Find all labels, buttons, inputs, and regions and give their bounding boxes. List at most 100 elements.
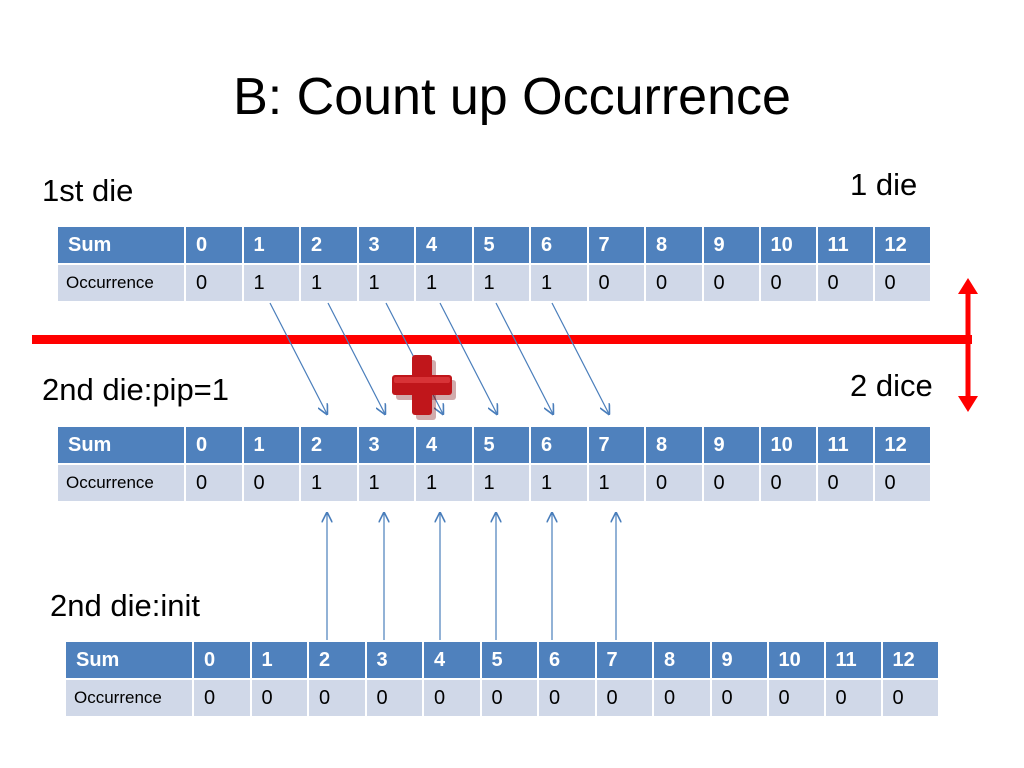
- occurrence-cell: 0: [823, 678, 883, 718]
- occurrence-cell: 1: [529, 463, 589, 503]
- occurrence-cell: 1: [414, 263, 474, 303]
- occurrence-cell: 1: [471, 263, 531, 303]
- occurrence-cell: 1: [586, 463, 646, 503]
- sum-cell: 11: [815, 425, 875, 465]
- sum-cell: 10: [758, 225, 818, 265]
- occurrence-cell: 1: [356, 263, 416, 303]
- occurrence-cell: 0: [701, 463, 761, 503]
- sum-header: Sum: [64, 640, 194, 680]
- second-die-pip-label: 2nd die:pip=1: [42, 372, 230, 407]
- sum-cell: 6: [537, 640, 597, 680]
- second-die-init-label: 2nd die:init: [50, 588, 200, 623]
- sum-cell: 11: [823, 640, 883, 680]
- sum-cell: 11: [815, 225, 875, 265]
- sum-header: Sum: [56, 425, 186, 465]
- sum-cell: 3: [364, 640, 424, 680]
- plus-icon: [392, 355, 456, 420]
- shift-arrow: [269, 302, 327, 414]
- occurrence-cell: 0: [184, 463, 244, 503]
- two-dice-label: 2 dice: [850, 368, 933, 403]
- sum-cell: 3: [356, 225, 416, 265]
- divider-bar: [32, 335, 972, 344]
- sum-cell: 4: [414, 225, 474, 265]
- sum-cell: 0: [184, 425, 244, 465]
- sum-cell: 9: [701, 225, 761, 265]
- occurrence-cell: 1: [299, 263, 359, 303]
- sum-cell: 5: [471, 425, 531, 465]
- shift-arrow: [551, 302, 609, 414]
- occurrence-cell: 0: [479, 678, 539, 718]
- occurrence-header: Occurrence: [64, 678, 194, 718]
- sum-cell: 6: [529, 225, 589, 265]
- sum-cell: 0: [192, 640, 252, 680]
- occurrence-cell: 0: [537, 678, 597, 718]
- sum-cell: 9: [709, 640, 769, 680]
- occurrence-cell: 1: [299, 463, 359, 503]
- sum-cell: 7: [586, 225, 646, 265]
- one-die-label: 1 die: [850, 167, 918, 202]
- sum-cell: 0: [184, 225, 244, 265]
- shift-arrow: [327, 302, 385, 414]
- sum-cell: 7: [586, 425, 646, 465]
- occurrence-cell: 0: [184, 263, 244, 303]
- shift-arrow: [495, 302, 553, 414]
- sum-cell: 12: [872, 225, 932, 265]
- page-title: B: Count up Occurrence: [233, 68, 791, 126]
- occurrence-cell: 0: [872, 463, 932, 503]
- occurrence-cell: 0: [586, 263, 646, 303]
- double-arrow-icon: [958, 278, 978, 412]
- sum-cell: 8: [644, 425, 704, 465]
- shift-arrow: [439, 302, 497, 414]
- occurrence-cell: 0: [307, 678, 367, 718]
- sum-cell: 4: [422, 640, 482, 680]
- occurrence-cell: 1: [529, 263, 589, 303]
- sum-cell: 12: [880, 640, 940, 680]
- sum-cell: 6: [529, 425, 589, 465]
- occurrence-cell: 0: [644, 463, 704, 503]
- occurrence-cell: 1: [356, 463, 416, 503]
- occurrence-cell: 0: [815, 263, 875, 303]
- occurrence-cell: 0: [766, 678, 826, 718]
- occurrence-cell: 0: [758, 263, 818, 303]
- sum-cell: 8: [644, 225, 704, 265]
- occurrence-cell: 0: [249, 678, 309, 718]
- sum-cell: 4: [414, 425, 474, 465]
- sum-cell: 3: [356, 425, 416, 465]
- sum-cell: 1: [241, 225, 301, 265]
- up-arrows: [327, 513, 616, 640]
- sum-cell: 10: [758, 425, 818, 465]
- sum-header: Sum: [56, 225, 186, 265]
- sum-cell: 7: [594, 640, 654, 680]
- occurrence-cell: 0: [364, 678, 424, 718]
- sum-cell: 2: [299, 225, 359, 265]
- occurrence-cell: 0: [872, 263, 932, 303]
- occurrence-header: Occurrence: [56, 263, 186, 303]
- occurrence-cell: 0: [701, 263, 761, 303]
- occurrence-cell: 0: [880, 678, 940, 718]
- occurrence-cell: 0: [422, 678, 482, 718]
- occurrence-header: Occurrence: [56, 463, 186, 503]
- occurrence-cell: 0: [652, 678, 712, 718]
- occurrence-cell: 0: [758, 463, 818, 503]
- sum-cell: 5: [479, 640, 539, 680]
- sum-cell: 1: [249, 640, 309, 680]
- sum-cell: 5: [471, 225, 531, 265]
- occurrence-cell: 1: [241, 263, 301, 303]
- occurrence-cell: 0: [644, 263, 704, 303]
- first-die-label: 1st die: [42, 173, 134, 208]
- sum-cell: 8: [652, 640, 712, 680]
- sum-cell: 2: [307, 640, 367, 680]
- sum-cell: 10: [766, 640, 826, 680]
- occurrence-cell: 0: [241, 463, 301, 503]
- sum-cell: 9: [701, 425, 761, 465]
